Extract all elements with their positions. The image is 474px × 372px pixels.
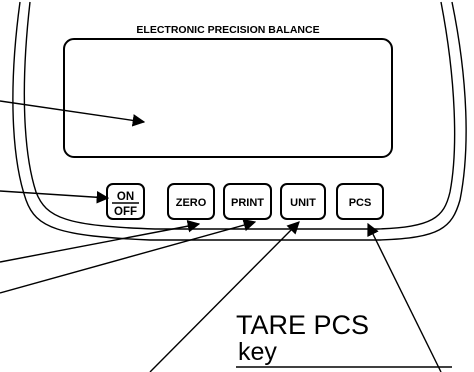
unit-key[interactable]: UNIT <box>280 183 326 220</box>
print-label: PRINT <box>231 197 264 209</box>
on-off-key[interactable]: ON OFF <box>106 183 145 220</box>
zero-key-frame <box>167 183 215 220</box>
callout-line-1: TARE PCS <box>236 310 369 340</box>
pcs-leader-arrow <box>367 222 442 372</box>
print-leader-arrow <box>0 218 257 294</box>
balance-inner-outline <box>23 1 456 230</box>
zero-label: ZERO <box>176 197 207 209</box>
off-label: OFF <box>114 206 137 218</box>
pcs-key[interactable]: PCS <box>336 183 384 220</box>
zero-key[interactable]: ZERO <box>167 183 215 220</box>
unit-key-frame <box>280 183 326 220</box>
callout-line-2: key <box>238 338 277 366</box>
zero-leader-arrow <box>0 219 201 263</box>
pcs-label: PCS <box>349 197 372 209</box>
display-leader-arrow <box>0 100 146 127</box>
on-off-leader-arrow <box>0 190 110 204</box>
unit-label: UNIT <box>290 197 316 209</box>
balance-housing-outline <box>12 1 467 241</box>
pcs-key-frame <box>336 183 384 220</box>
print-key[interactable]: PRINT <box>223 183 272 220</box>
display-window <box>63 38 393 158</box>
panel-title: ELECTRONIC PRECISION BALANCE <box>136 24 319 36</box>
unit-leader-arrow <box>149 221 300 372</box>
on-label: ON <box>117 191 134 203</box>
